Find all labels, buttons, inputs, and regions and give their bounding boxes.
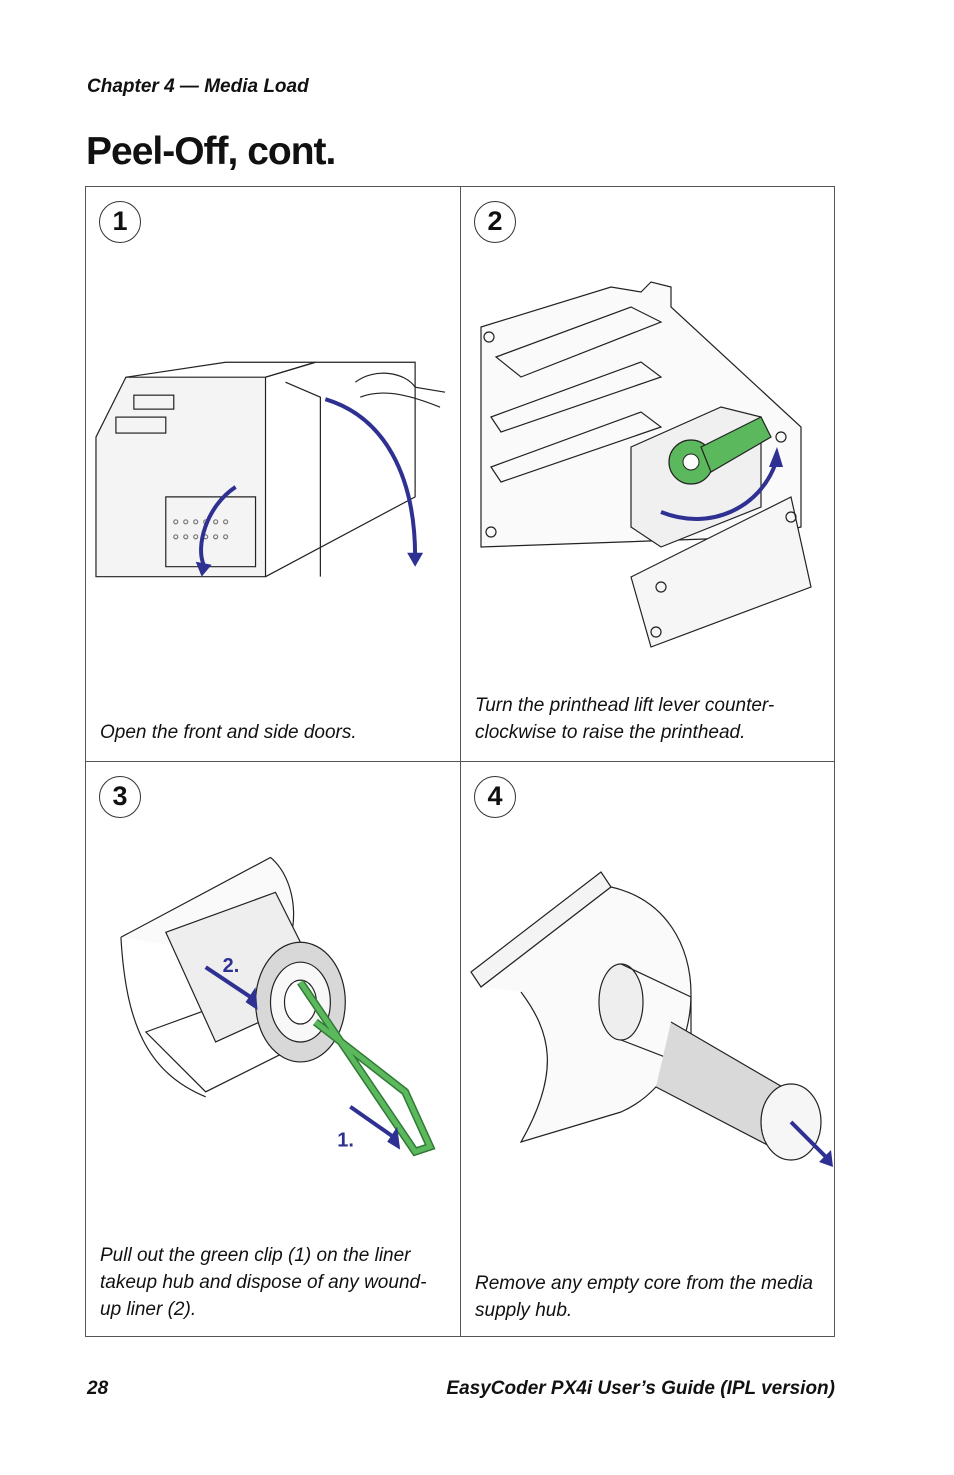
chapter-heading: Chapter 4 — Media Load [87, 76, 309, 97]
step-number: 4 [474, 776, 516, 818]
step-4: 4 Remove any empty core from the media s… [461, 762, 835, 1337]
step-caption: Open the front and side doors. [100, 722, 357, 743]
step-3: 3 2. 1. Pull out the green clip (1) on t… [86, 762, 461, 1337]
liner-label: 2. [223, 955, 240, 977]
step-caption: Remove any empty core from the media sup… [475, 1273, 813, 1321]
step-caption: Turn the printhead lift lever counter-cl… [475, 695, 775, 743]
guide-title: EasyCoder PX4i User’s Guide (IPL version… [446, 1378, 835, 1399]
page-title: Peel-Off, cont. [86, 130, 336, 173]
page-number: 28 [87, 1378, 109, 1399]
step-number: 1 [99, 201, 141, 243]
liner-takeup-hub-icon: 2. 1. [120, 856, 436, 1157]
step-number: 2 [474, 201, 516, 243]
step-number: 3 [99, 776, 141, 818]
step-2: 2 Turn the printhead lift lever counter-… [461, 187, 835, 762]
steps-grid: 1 [85, 186, 835, 1337]
media-supply-hub-icon [470, 871, 833, 1167]
printhead-lever-icon [480, 281, 812, 648]
clip-label: 1. [337, 1130, 354, 1152]
printer-doors-icon [95, 361, 446, 578]
step-caption: Pull out the green clip (1) on the liner… [100, 1245, 427, 1320]
step-1: 1 [86, 187, 461, 762]
